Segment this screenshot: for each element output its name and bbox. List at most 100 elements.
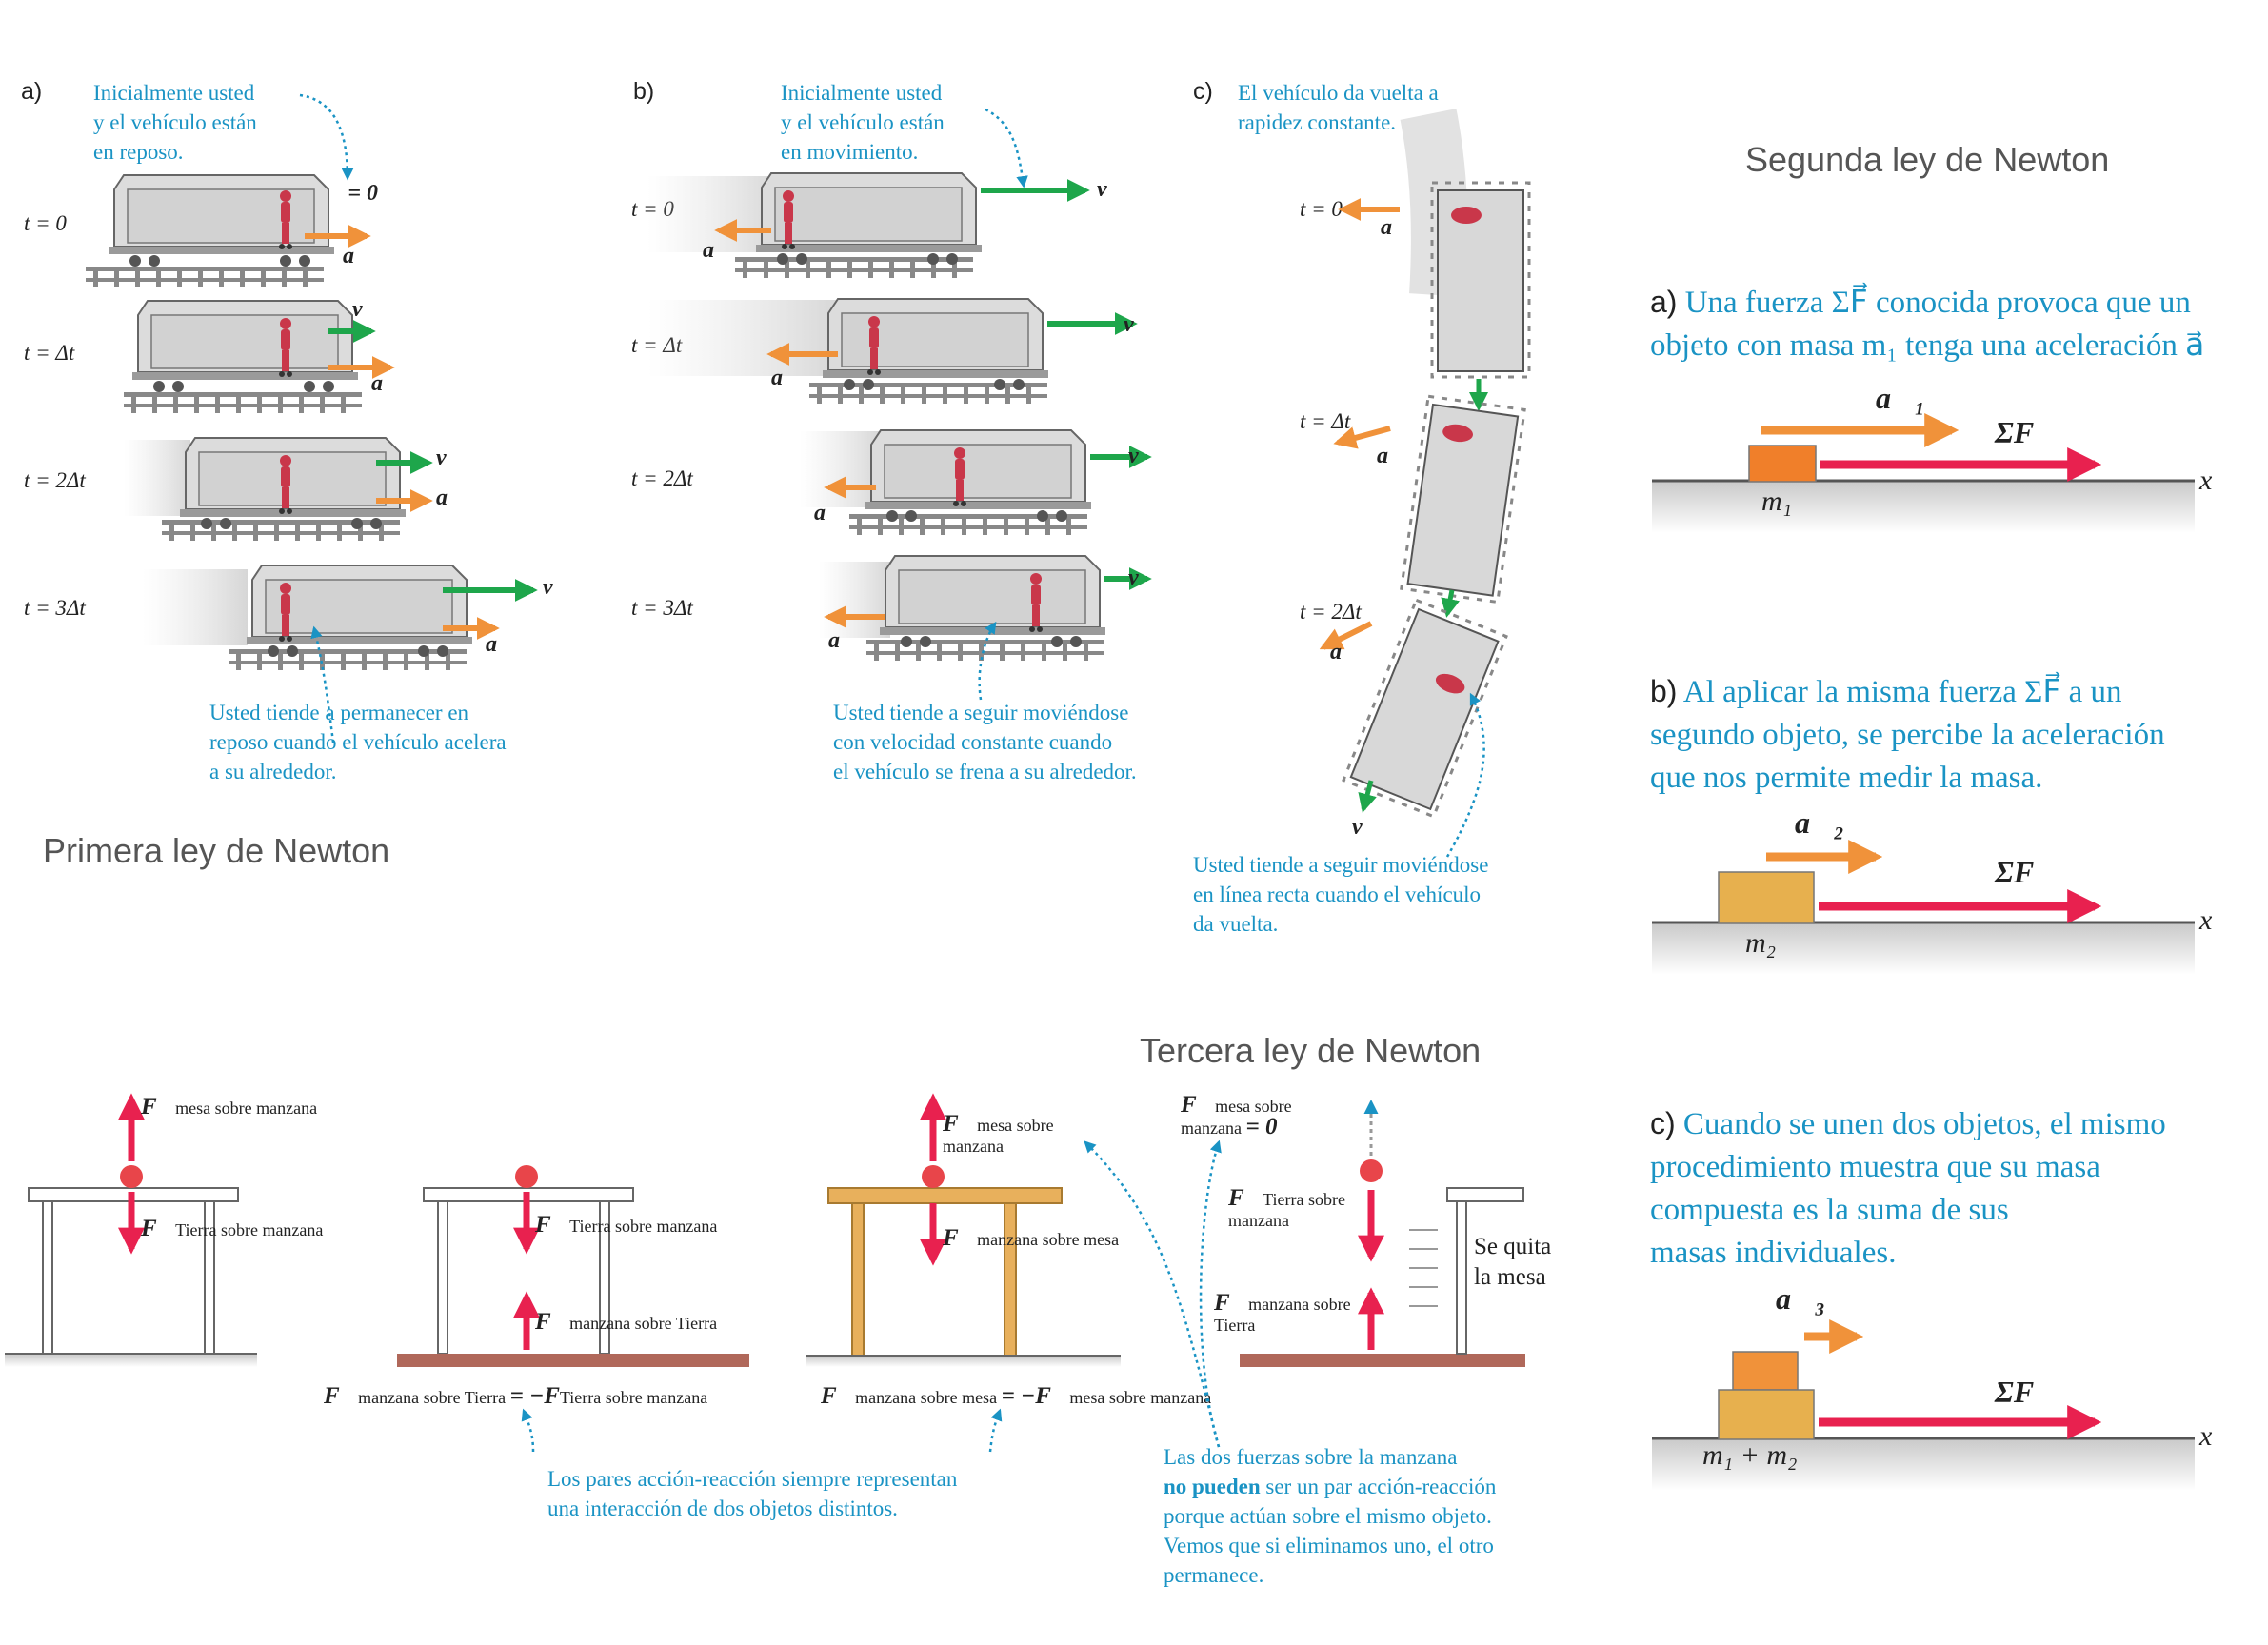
force-subscript: mesa sobre manzana <box>1069 1388 1212 1407</box>
caption-line: reposo cuando el vehículo acelera <box>209 730 507 754</box>
second-law-b-text: b) Al aplicar la misma fuerza ΣF⃗ a un s… <box>1650 670 2165 800</box>
vector-a-label: a⃗ <box>814 501 844 525</box>
vector-v-label: v⃗ <box>1128 444 1157 468</box>
caption-line: El vehículo da vuelta a <box>1238 81 1439 105</box>
accel-label: a⃗₃ <box>1776 1281 1826 1316</box>
second-law-b-arrows <box>1718 840 2102 924</box>
vector-v-label: v⃗ <box>543 575 571 600</box>
caption-line: ser un par acción-reacción <box>1260 1475 1497 1498</box>
caption-line: Usted tiende a seguir moviéndose <box>1193 853 1489 877</box>
text-line: segundo objeto, se percibe la aceleració… <box>1650 718 2165 752</box>
force-tierra-sobre-manzana: F⃗Tierra sobre manzana <box>535 1212 718 1238</box>
second-law-c-letter: c) <box>1650 1106 1676 1140</box>
caption-line: Los pares acción-reacción siempre repres… <box>547 1467 958 1491</box>
vector-a-label: a⃗ <box>703 238 732 263</box>
panel-c-letter: c) <box>1193 78 1213 105</box>
text-line: Cuando se unen dos objetos, el mismo <box>1682 1107 2166 1141</box>
panel-a-letter: a) <box>21 78 43 105</box>
vector-v-label: v⃗ <box>352 297 381 322</box>
third-law-callouts <box>521 1140 1222 1453</box>
vector-a-label: a⃗ <box>343 244 372 268</box>
text-line: objeto con masa m₁ tenga una aceleración… <box>1650 328 2205 363</box>
force-subscript: Tierra sobre manzana <box>559 1388 708 1407</box>
text-line: la mesa <box>1474 1264 1546 1290</box>
text-line: que nos permite medir la masa. <box>1650 761 2043 795</box>
text-line: masas individuales. <box>1650 1236 1897 1270</box>
second-law-heading: Segunda ley de Newton <box>1745 140 2110 179</box>
panel-a-top-caption: Inicialmente usted y el vehículo están e… <box>93 78 257 167</box>
mass-label: m₁ + m₂ <box>1702 1439 1798 1471</box>
time-label: t = 2Δt <box>24 468 86 492</box>
text-line: procedimiento muestra que su masa <box>1650 1150 2100 1184</box>
second-law-c-text: c) Cuando se unen dos objetos, el mismo … <box>1650 1102 2166 1275</box>
caption-line: Usted tiende a permanecer en <box>209 701 469 724</box>
force-subscript: manzana sobre Tierra <box>569 1314 718 1333</box>
time-label: t = 3Δt <box>631 596 693 620</box>
panel-b-top-caption: Inicialmente usted y el vehículo están e… <box>781 78 945 167</box>
caption-line: Usted tiende a seguir moviéndose <box>833 701 1129 724</box>
force-subscript: mesa sobre manzana <box>175 1099 318 1118</box>
vector-a-label: a⃗ <box>1381 215 1410 240</box>
vector-a-label: a⃗ <box>828 628 858 653</box>
caption-line: el vehículo se frena a su alrededor. <box>833 760 1137 783</box>
caption-line: en línea recta cuando el vehículo <box>1193 882 1482 906</box>
first-law-heading: Primera ley de Newton <box>43 831 390 870</box>
force-mesa-sobre-manzana: F⃗mesa sobre manzana <box>943 1111 1054 1156</box>
caption-line: porque actúan sobre el mismo objeto. <box>1164 1504 1492 1528</box>
force-manzana-sobre-tierra: F⃗manzana sobre Tierra <box>1214 1290 1351 1335</box>
caption-line: permanece. <box>1164 1563 1264 1587</box>
mass-label: m₂ <box>1745 927 1777 959</box>
vector-a-label: a⃗ <box>436 486 466 510</box>
vector-a-label: a⃗ <box>771 366 801 390</box>
accel-label: a⃗₂ <box>1795 805 1845 840</box>
caption-line: a su alrededor. <box>209 760 337 783</box>
time-label: t = Δt <box>24 341 75 365</box>
panel-a-bottom-caption: Usted tiende a permanecer en reposo cuan… <box>209 698 507 786</box>
caption-line: y el vehículo están <box>93 110 257 134</box>
force-subscript: Tierra sobre manzana <box>569 1217 718 1236</box>
no-pair-caption: Las dos fuerzas sobre la manzana no pued… <box>1164 1442 1496 1590</box>
text-line: compuesta es la suma de sus <box>1650 1193 2009 1227</box>
caption-line: con velocidad constante cuando <box>833 730 1113 754</box>
time-label: t = 2Δt <box>631 466 693 490</box>
callout-arrow <box>985 108 1028 188</box>
equation-2: F⃗manzana sobre mesa = −F⃗mesa sobre man… <box>821 1383 1212 1409</box>
vector-a-label: a⃗ <box>486 632 515 657</box>
force-subscript: Tierra sobre manzana <box>175 1220 324 1239</box>
panel-b-bottom-caption: Usted tiende a seguir moviéndose con vel… <box>833 698 1137 786</box>
force-mesa-sobre-manzana: F⃗mesa sobre manzana <box>141 1094 318 1120</box>
force-subscript: manzana sobre mesa <box>977 1230 1120 1249</box>
caption-line: Las dos fuerzas sobre la manzana <box>1164 1445 1458 1469</box>
zero-value: = 0 <box>1245 1114 1278 1140</box>
second-law-a-arrows <box>1748 413 2102 483</box>
vector-v-label: v⃗ <box>1352 815 1381 840</box>
mass-label: m₁ <box>1761 486 1793 517</box>
force-manzana-sobre-tierra: F⃗manzana sobre Tierra <box>535 1309 718 1335</box>
second-law-b-diagram <box>1652 921 2195 975</box>
vector-v-label: v⃗ <box>1124 312 1152 337</box>
caption-bold: no pueden <box>1164 1475 1261 1498</box>
time-label: t = 0 <box>1300 197 1343 221</box>
pairs-caption: Los pares acción-reacción siempre repres… <box>547 1464 957 1523</box>
panel-a-cars <box>86 174 538 743</box>
text-line: Una fuerza ΣF⃗ conocida provoca que un <box>1684 286 2191 320</box>
second-law-a-letter: a) <box>1650 285 1678 319</box>
third-law-scene-3 <box>806 1093 1121 1367</box>
caption-line: da vuelta. <box>1193 912 1279 936</box>
accel-label: a⃗₁ <box>1876 381 1926 415</box>
force-label: ΣF⃗ <box>1995 855 2059 889</box>
third-law-scene-1 <box>5 1093 257 1367</box>
x-axis-label: x <box>2199 904 2213 936</box>
panel-c-curved-cars <box>1319 109 1531 858</box>
caption-line: Inicialmente usted <box>93 81 255 105</box>
force-mesa-sobre-manzana-zero: F⃗mesa sobre manzana = 0 <box>1181 1092 1292 1140</box>
caption-line: en reposo. <box>93 140 184 164</box>
force-manzana-sobre-mesa: F⃗manzana sobre mesa <box>943 1225 1120 1251</box>
force-subscript: Tierra sobre manzana <box>1228 1190 1345 1230</box>
second-law-b-letter: b) <box>1650 674 1678 708</box>
vector-a-label: a⃗ <box>1377 444 1406 468</box>
x-axis-label: x <box>2199 1420 2213 1452</box>
panel-b-cars <box>647 172 1152 701</box>
caption-line: Vemos que si eliminamos uno, el otro <box>1164 1534 1494 1557</box>
force-tierra-sobre-manzana: F⃗Tierra sobre manzana <box>1228 1185 1345 1230</box>
